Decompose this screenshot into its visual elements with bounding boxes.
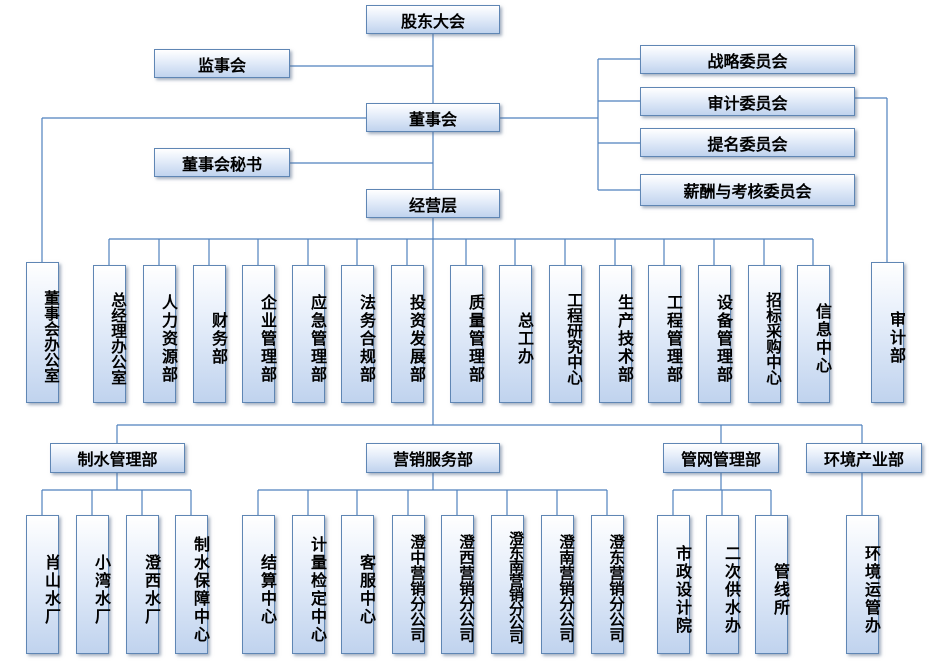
node-division-pipeline: 管网管理部 [663, 443, 779, 473]
node-dept-information: 信息中心 [797, 265, 830, 403]
node-board-office: 董事会办公室 [26, 262, 59, 403]
node-unit-chengnan-branch: 澄南营销分公司 [541, 515, 574, 654]
node-unit-xiaoshan-plant: 肖山水厂 [26, 515, 59, 654]
node-unit-pipeline-station: 管线所 [755, 515, 788, 654]
node-unit-chengzhong-branch: 澄中营销分公司 [392, 515, 425, 654]
node-management: 经营层 [366, 189, 500, 218]
node-unit-chengdong-branch: 澄东营销分公司 [591, 515, 624, 654]
node-dept-production-tech: 生产技术部 [599, 265, 632, 403]
node-unit-customer-service: 客服中心 [341, 515, 374, 654]
node-division-water-production: 制水管理部 [50, 443, 185, 473]
node-unit-metering-center: 计量检定中心 [292, 515, 325, 654]
node-unit-municipal-design-institute: 市政设计院 [657, 515, 690, 654]
node-division-environment: 环境产业部 [806, 443, 922, 473]
node-dept-enterprise-management: 企业管理部 [242, 265, 275, 403]
node-board-secretary: 董事会秘书 [154, 148, 290, 177]
node-audit-department: 审计部 [871, 262, 904, 403]
node-dept-procurement: 招标采购中心 [748, 265, 781, 403]
node-dept-emergency: 应急管理部 [292, 265, 325, 403]
node-unit-chengxi-plant: 澄西水厂 [126, 515, 159, 654]
node-board-of-directors: 董事会 [366, 103, 500, 132]
node-dept-chief-engineer: 总工办 [499, 265, 532, 403]
node-unit-water-assurance-center: 制水保障中心 [175, 515, 208, 654]
node-audit-committee: 审计委员会 [640, 87, 855, 116]
node-dept-equipment: 设备管理部 [698, 265, 731, 403]
node-nomination-committee: 提名委员会 [640, 128, 855, 157]
node-unit-chengdongnan-branch: 澄东南营销分公司 [491, 515, 524, 654]
node-dept-finance: 财务部 [193, 265, 226, 403]
node-shareholders-meeting: 股东大会 [366, 5, 500, 34]
node-unit-chengxi-branch: 澄西营销分公司 [441, 515, 474, 654]
node-unit-secondary-supply-office: 二次供水办 [706, 515, 739, 654]
node-division-marketing: 营销服务部 [366, 443, 500, 473]
node-dept-quality: 质量管理部 [450, 265, 483, 403]
node-strategy-committee: 战略委员会 [640, 45, 855, 74]
node-dept-engineering-research: 工程研究中心 [549, 265, 582, 403]
node-unit-environment-operations: 环境运管办 [846, 515, 879, 654]
node-compensation-committee: 薪酬与考核委员会 [640, 174, 855, 206]
node-dept-legal-compliance: 法务合规部 [341, 265, 374, 403]
node-dept-hr: 人力资源部 [143, 265, 176, 403]
node-dept-gm-office: 总经理办公室 [93, 265, 126, 403]
node-supervisory-board: 监事会 [154, 49, 290, 78]
node-dept-engineering-management: 工程管理部 [648, 265, 681, 403]
node-dept-investment: 投资发展部 [391, 265, 424, 403]
node-unit-settlement-center: 结算中心 [242, 515, 275, 654]
node-unit-xiaowan-plant: 小湾水厂 [76, 515, 109, 654]
